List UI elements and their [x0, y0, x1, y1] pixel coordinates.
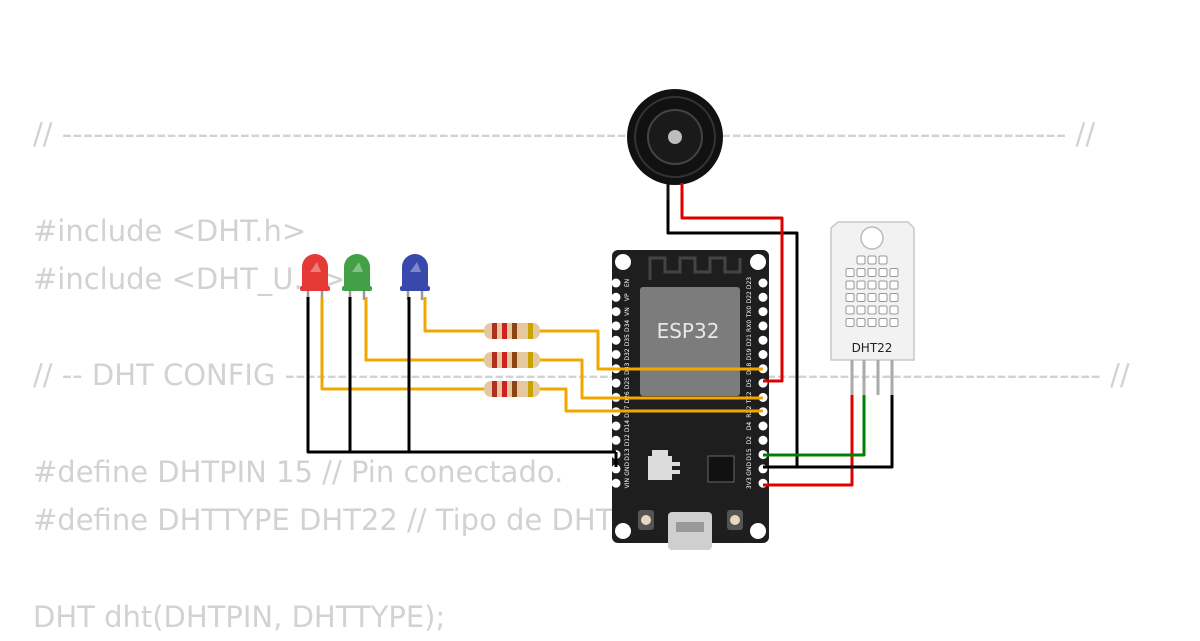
- pin-vp[interactable]: [611, 292, 621, 302]
- board-left-pin-labels: ENVPVND34D35D32D33D25D26D27D14D12D13GNDV…: [624, 279, 631, 489]
- pin-label: D15: [746, 448, 753, 460]
- pin-d22[interactable]: [758, 292, 768, 302]
- pin-d34[interactable]: [611, 321, 621, 331]
- pin-label: D13: [624, 448, 631, 460]
- pin-label: GND: [624, 462, 631, 476]
- pin-vin[interactable]: [611, 478, 621, 488]
- code-line: #define DHTPIN 15 // Pin conectado.: [33, 455, 564, 490]
- code-line: #include <DHT.h>: [33, 213, 307, 248]
- wire-led-gnd: [306, 297, 616, 454]
- pin-label: VIN: [624, 478, 631, 488]
- pin-gnd[interactable]: [611, 464, 621, 474]
- code-line: #define DHTTYPE DHT22 // Tipo de DHT: [33, 503, 614, 538]
- pin-label: D22: [746, 291, 753, 303]
- dht22-sensor-icon[interactable]: DHT22: [830, 221, 915, 395]
- wire-led-blue: [423, 297, 484, 333]
- wire-dht-gnd: [763, 395, 894, 469]
- pin-label: D19: [746, 348, 753, 360]
- led-icon[interactable]: [342, 254, 372, 300]
- pin-d19[interactable]: [758, 350, 768, 359]
- wire-led-green: [364, 297, 484, 362]
- pin-d2[interactable]: [758, 435, 768, 445]
- pin-d14[interactable]: [611, 421, 621, 431]
- pin-label: D4: [746, 422, 753, 431]
- resistor-icon[interactable]: [478, 352, 546, 368]
- wire-buzzer-signal: [680, 200, 784, 383]
- pin-label: TX0: [746, 306, 753, 319]
- pin-d12[interactable]: [611, 435, 621, 445]
- pin-d23[interactable]: [758, 278, 768, 288]
- pin-rx0[interactable]: [758, 321, 768, 331]
- pin-label: RX0: [746, 320, 753, 332]
- board-right-pin-labels: D23D22TX0RX0D21D19D18D5TX2RX2D4D2D15GND3…: [746, 277, 753, 489]
- pin-d4[interactable]: [758, 421, 768, 431]
- pin-en[interactable]: [611, 278, 621, 288]
- pin-d32[interactable]: [611, 350, 621, 359]
- esp32-board-icon[interactable]: ESP32 ENVPVND34D35D32D33D25D26D27D14D12D…: [611, 250, 770, 550]
- pin-label: D14: [624, 420, 631, 432]
- board-label: ESP32: [657, 319, 720, 343]
- pin-label: D34: [624, 320, 631, 332]
- led-icon[interactable]: [300, 254, 330, 300]
- pin-label: VP: [624, 293, 631, 301]
- code-line: // -------------------------------------…: [33, 117, 1096, 151]
- pin-label: D23: [746, 277, 753, 289]
- wire-led-red-r: [540, 387, 763, 413]
- pin-d21[interactable]: [758, 335, 768, 345]
- pin-label: EN: [624, 279, 631, 287]
- wire-led-blue-r: [540, 329, 763, 371]
- board-left-pins: [611, 278, 621, 488]
- code-line: DHT dht(DHTPIN, DHTTYPE);: [33, 599, 446, 634]
- resistor-icon[interactable]: [478, 323, 546, 339]
- led-icon[interactable]: [400, 254, 430, 300]
- pin-d35[interactable]: [611, 335, 621, 345]
- pin-label: 3V3: [746, 477, 753, 489]
- pin-label: D32: [624, 348, 631, 360]
- wire-dht-data: [763, 395, 866, 457]
- pin-d25[interactable]: [611, 378, 621, 388]
- pin-label: VN: [624, 307, 631, 316]
- pin-label: D25: [624, 377, 631, 389]
- wires: [306, 200, 894, 487]
- pin-label: D5: [746, 379, 753, 388]
- pin-label: D2: [746, 436, 753, 445]
- pin-label: D21: [746, 334, 753, 346]
- sensor-label: DHT22: [852, 341, 893, 355]
- wire-led-green-r: [540, 358, 763, 400]
- wire-led-red: [320, 297, 484, 391]
- pin-vn[interactable]: [611, 307, 621, 317]
- pin-label: D12: [624, 434, 631, 446]
- resistor-icon[interactable]: [478, 381, 546, 397]
- pin-label: GND: [746, 462, 753, 476]
- wire-dht-power: [763, 395, 854, 487]
- pin-label: D35: [624, 334, 631, 346]
- buzzer-icon[interactable]: [627, 89, 723, 200]
- pin-tx0[interactable]: [758, 307, 768, 317]
